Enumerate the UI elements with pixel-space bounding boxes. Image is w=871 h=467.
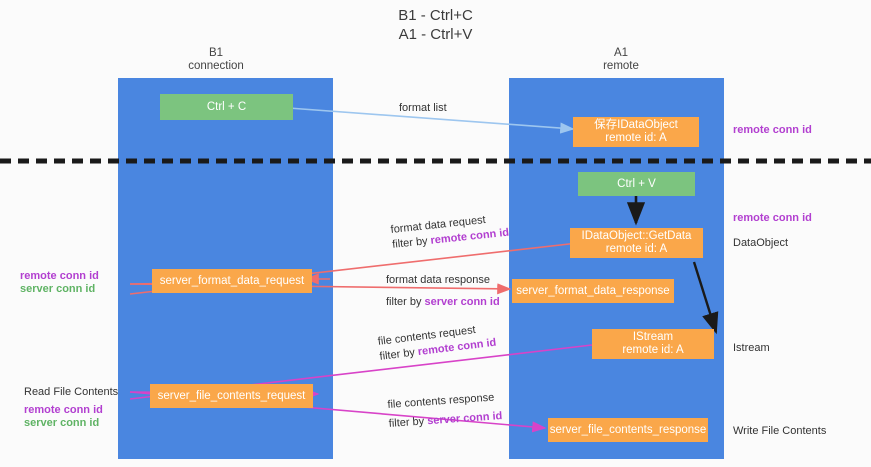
side-label-read-file-contents: Read File Contents <box>24 386 119 398</box>
side-label-dataobject: DataObject <box>733 237 789 249</box>
side-label-right-remote-conn-id-top: remote conn id <box>733 124 812 136</box>
node-server-file-contents-response[interactable]: server_file_contents_response <box>548 418 708 442</box>
side-label-left-remote-conn-id-2: remote conn id <box>24 404 103 416</box>
filter-prefix: filter by <box>391 234 432 251</box>
filter-prefix: filter by <box>378 346 419 363</box>
column-header-a1: A1 remote <box>603 47 639 72</box>
side-label-left-server-conn-id-2: server conn id <box>24 417 100 429</box>
node-save-idataobject[interactable]: 保存IDataObject remote id: A <box>573 117 699 147</box>
filter-key-server-conn-id: server conn id <box>424 296 500 308</box>
edge-label-file-contents-response: file contents response filter by server … <box>387 390 503 432</box>
node-server-format-data-response[interactable]: server_format_data_response <box>512 279 674 303</box>
node-istream[interactable]: IStream remote id: A <box>592 329 714 359</box>
column-header-b1: B1 connection <box>188 47 244 72</box>
side-label-left-server-conn-id-1: server conn id <box>20 283 96 295</box>
edge-label-file-contents-response-filter: filter by server conn id <box>388 409 502 432</box>
edge-label-file-contents-request: file contents request filter by remote c… <box>377 321 497 365</box>
node-server-format-data-request[interactable]: server_format_data_request <box>152 269 312 293</box>
filter-key-server-conn-id: server conn id <box>426 410 503 428</box>
side-label-write-file-contents: Write File Contents <box>733 425 827 437</box>
node-ctrl-c[interactable]: Ctrl + C <box>160 94 293 120</box>
filter-prefix: filter by <box>386 296 425 308</box>
edge-label-format-list: format list <box>399 102 447 114</box>
edge-label-format-data-response-filter: filter by server conn id <box>386 295 500 310</box>
edge-label-format-data-response-text: format data response <box>386 274 490 286</box>
side-label-right-remote-conn-id-mid: remote conn id <box>733 212 812 224</box>
node-ctrl-v[interactable]: Ctrl + V <box>578 172 695 196</box>
node-server-file-contents-request[interactable]: server_file_contents_request <box>150 384 313 408</box>
edge-label-format-data-request: format data request filter by remote con… <box>390 211 510 253</box>
diagram-title: B1 - Ctrl+C A1 - Ctrl+V <box>398 7 473 43</box>
edge-label-format-data-response: format data response filter by server co… <box>386 273 500 310</box>
node-idataobject-getdata[interactable]: IDataObject::GetData remote id: A <box>570 228 703 258</box>
filter-prefix: filter by <box>388 415 428 430</box>
side-label-istream: Istream <box>733 342 770 354</box>
side-label-left-remote-conn-id-1: remote conn id <box>20 270 99 282</box>
